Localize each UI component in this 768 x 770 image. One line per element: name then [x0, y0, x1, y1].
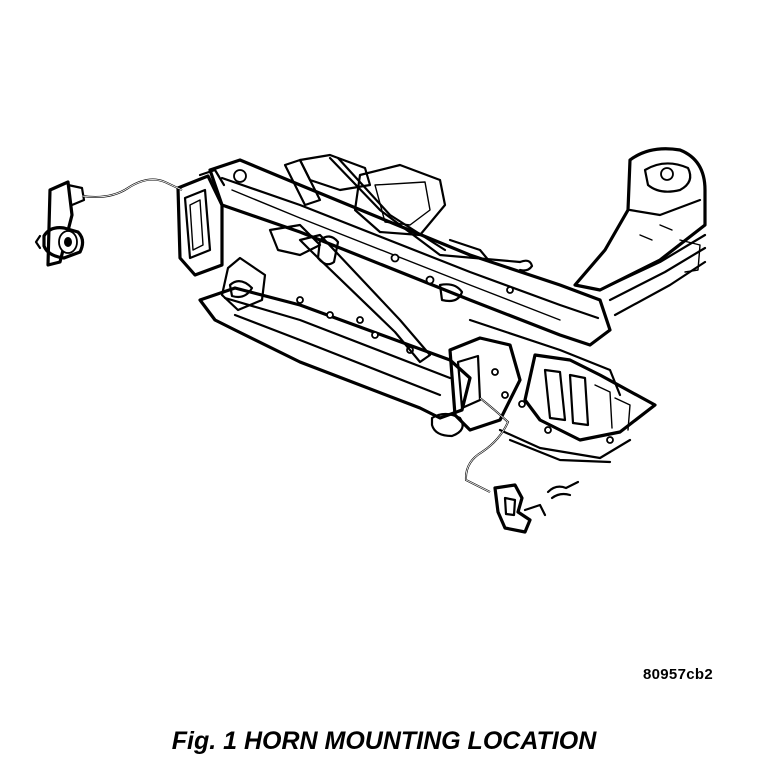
figure-reference-code: 80957cb2 [643, 666, 713, 683]
rail-holes [518, 400, 614, 444]
right-frame-rail [573, 147, 707, 317]
left-support-post [176, 168, 226, 277]
upper-crossmember [208, 158, 612, 347]
horn-left-wire [81, 178, 183, 198]
horn-right-wire [464, 397, 510, 493]
horn-right [493, 483, 547, 534]
horn-left [34, 180, 86, 267]
center-brace [268, 223, 432, 364]
rear-structure [283, 153, 522, 264]
figure-caption: Fig. 1 HORN MOUNTING LOCATION [171, 727, 597, 755]
right-lower-rail [448, 318, 657, 464]
lower-crossmember [198, 256, 472, 438]
wire-clip [546, 480, 580, 500]
